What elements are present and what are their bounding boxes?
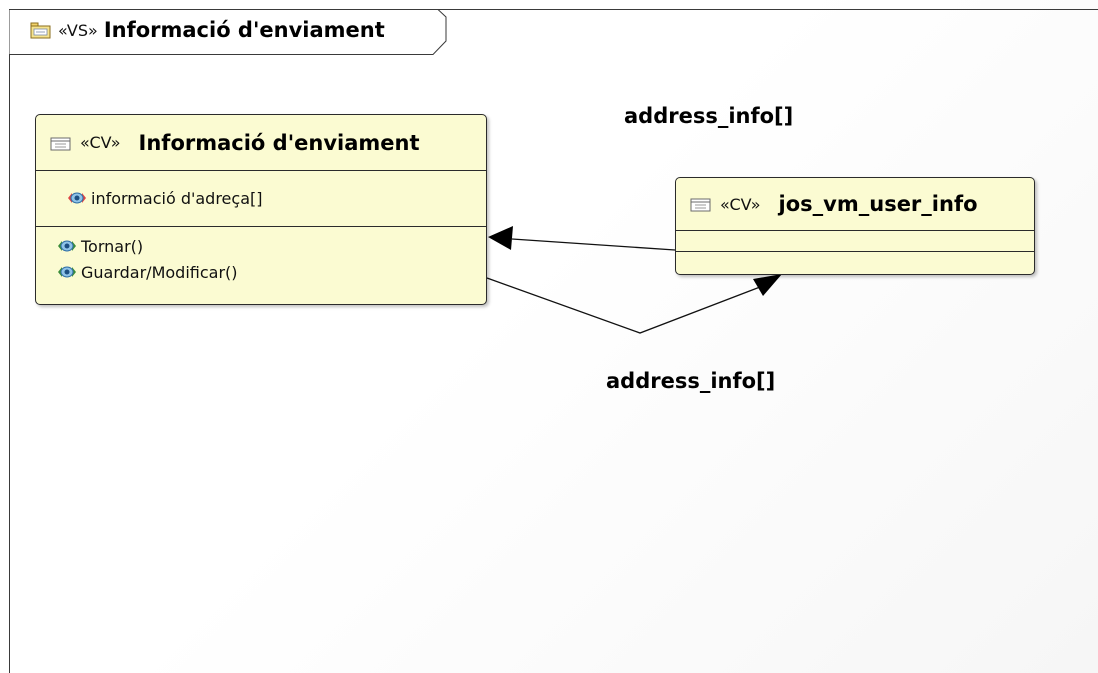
- arrowhead-top: [488, 226, 513, 250]
- diagram-frame: [9, 9, 1098, 673]
- operation-item[interactable]: Tornar(): [56, 233, 486, 259]
- frame-title[interactable]: «VS» Informació d'enviament: [30, 15, 385, 45]
- class-header: «CV» Informació d'enviament: [36, 115, 486, 171]
- operation-label: Guardar/Modificar(): [81, 262, 238, 282]
- frame-name: Informació d'enviament: [103, 18, 385, 42]
- member-eye-icon: [56, 237, 78, 255]
- operation-label: Tornar(): [81, 236, 144, 256]
- attributes-compartment: [676, 231, 1034, 252]
- member-eye-icon: [56, 263, 78, 281]
- frame-stereotype: «VS»: [58, 20, 98, 40]
- class-jos-vm-user-info[interactable]: «CV» jos_vm_user_info: [675, 177, 1035, 275]
- operations-compartment: Tornar() Guardar/Modificar(): [36, 227, 486, 285]
- class-icon: [50, 136, 72, 150]
- association-line-top[interactable]: [511, 238, 676, 251]
- association-line-bottom[interactable]: [486, 277, 761, 334]
- class-stereotype: «CV»: [720, 194, 761, 214]
- class-icon: [690, 197, 712, 212]
- attribute-item[interactable]: informació d'adreça[]: [66, 185, 486, 211]
- class-name: Informació d'enviament: [138, 130, 420, 155]
- association-label-bottom: address_info[]: [606, 369, 776, 393]
- class-name: jos_vm_user_info: [778, 192, 978, 216]
- association-label-top: address_info[]: [624, 104, 794, 128]
- class-stereotype: «CV»: [80, 133, 121, 152]
- arrowhead-bottom: [753, 274, 782, 296]
- member-eye-icon: [66, 189, 88, 207]
- package-diagram-icon: [30, 21, 52, 39]
- frame-title-tab: [9, 9, 447, 55]
- attributes-compartment: informació d'adreça[]: [36, 171, 486, 227]
- class-informacio-enviament[interactable]: «CV» Informació d'enviament informació d…: [35, 114, 487, 305]
- operation-item[interactable]: Guardar/Modificar(): [56, 259, 486, 285]
- class-header: «CV» jos_vm_user_info: [676, 178, 1034, 231]
- attribute-label: informació d'adreça[]: [91, 188, 263, 208]
